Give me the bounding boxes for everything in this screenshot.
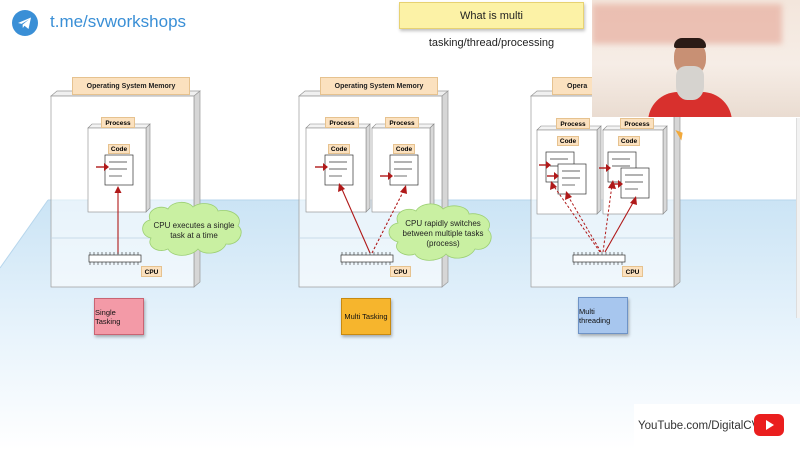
code-doc-multitask-2 bbox=[389, 154, 419, 186]
process-label-single: Process bbox=[101, 117, 135, 128]
code-docs-multithread-1 bbox=[545, 151, 587, 195]
cpu-chip-icon-multitask bbox=[340, 252, 394, 265]
code-doc-multitask-1 bbox=[324, 154, 354, 186]
youtube-icon[interactable] bbox=[754, 414, 784, 436]
slide-title-note: What is multi tasking/thread/processing bbox=[399, 2, 584, 49]
cpu-to-code-arrow-single bbox=[114, 186, 122, 254]
cpu-chip-icon-multithread bbox=[572, 252, 626, 265]
code-label-multithread-2: Code bbox=[618, 136, 640, 146]
code-label-single: Code bbox=[108, 144, 130, 154]
code-doc-single bbox=[104, 154, 134, 186]
cloud-shape-single bbox=[142, 201, 242, 256]
code-docs-multithread-2 bbox=[607, 151, 650, 199]
os-memory-label-single: Operating System Memory bbox=[72, 77, 190, 95]
cloud-shape-multitask bbox=[388, 203, 492, 261]
process-label-multithread-2: Process bbox=[620, 118, 654, 129]
multi-threading-tag: Multi threading bbox=[578, 297, 628, 334]
presenter-headwrap bbox=[674, 38, 706, 48]
instruction-pointer-single bbox=[96, 163, 109, 171]
cpu-thread-arrows-multithread bbox=[550, 180, 637, 253]
presenter-beard bbox=[676, 66, 704, 100]
instruction-pointers-multithread bbox=[539, 161, 623, 188]
instruction-pointers-multitask bbox=[315, 163, 393, 180]
process-label-multitask-1: Process bbox=[325, 117, 359, 128]
youtube-channel-text[interactable]: YouTube.com/DigitalCV bbox=[638, 420, 760, 432]
single-tasking-tag: Single Tasking bbox=[94, 298, 144, 335]
process-label-multithread-1: Process bbox=[556, 118, 590, 129]
side-panel-edge bbox=[796, 118, 800, 318]
channel-link[interactable]: t.me/svworkshops bbox=[50, 12, 187, 31]
code-label-multitask-1: Code bbox=[328, 144, 350, 154]
os-memory-label-multitask: Operating System Memory bbox=[320, 77, 438, 95]
code-label-multitask-2: Code bbox=[393, 144, 415, 154]
cloud-caption-single: CPU executes a single task at a time bbox=[153, 221, 235, 240]
cloud-caption-multitask: CPU rapidly switches between multiple ta… bbox=[402, 219, 484, 248]
multi-tasking-tag: Multi Tasking bbox=[341, 298, 391, 335]
cpu-chip-icon-single bbox=[88, 252, 142, 265]
webcam-background-banner bbox=[592, 4, 782, 44]
cpu-label-multitask: CPU bbox=[390, 266, 411, 277]
presenter-webcam bbox=[592, 0, 800, 117]
process-label-multitask-2: Process bbox=[385, 117, 419, 128]
cpu-label-multithread: CPU bbox=[622, 266, 643, 277]
cpu-switch-arrows-multitask bbox=[338, 183, 407, 254]
code-label-multithread-1: Code bbox=[557, 136, 579, 146]
cpu-label-single: CPU bbox=[141, 266, 162, 277]
telegram-icon[interactable] bbox=[12, 10, 38, 36]
